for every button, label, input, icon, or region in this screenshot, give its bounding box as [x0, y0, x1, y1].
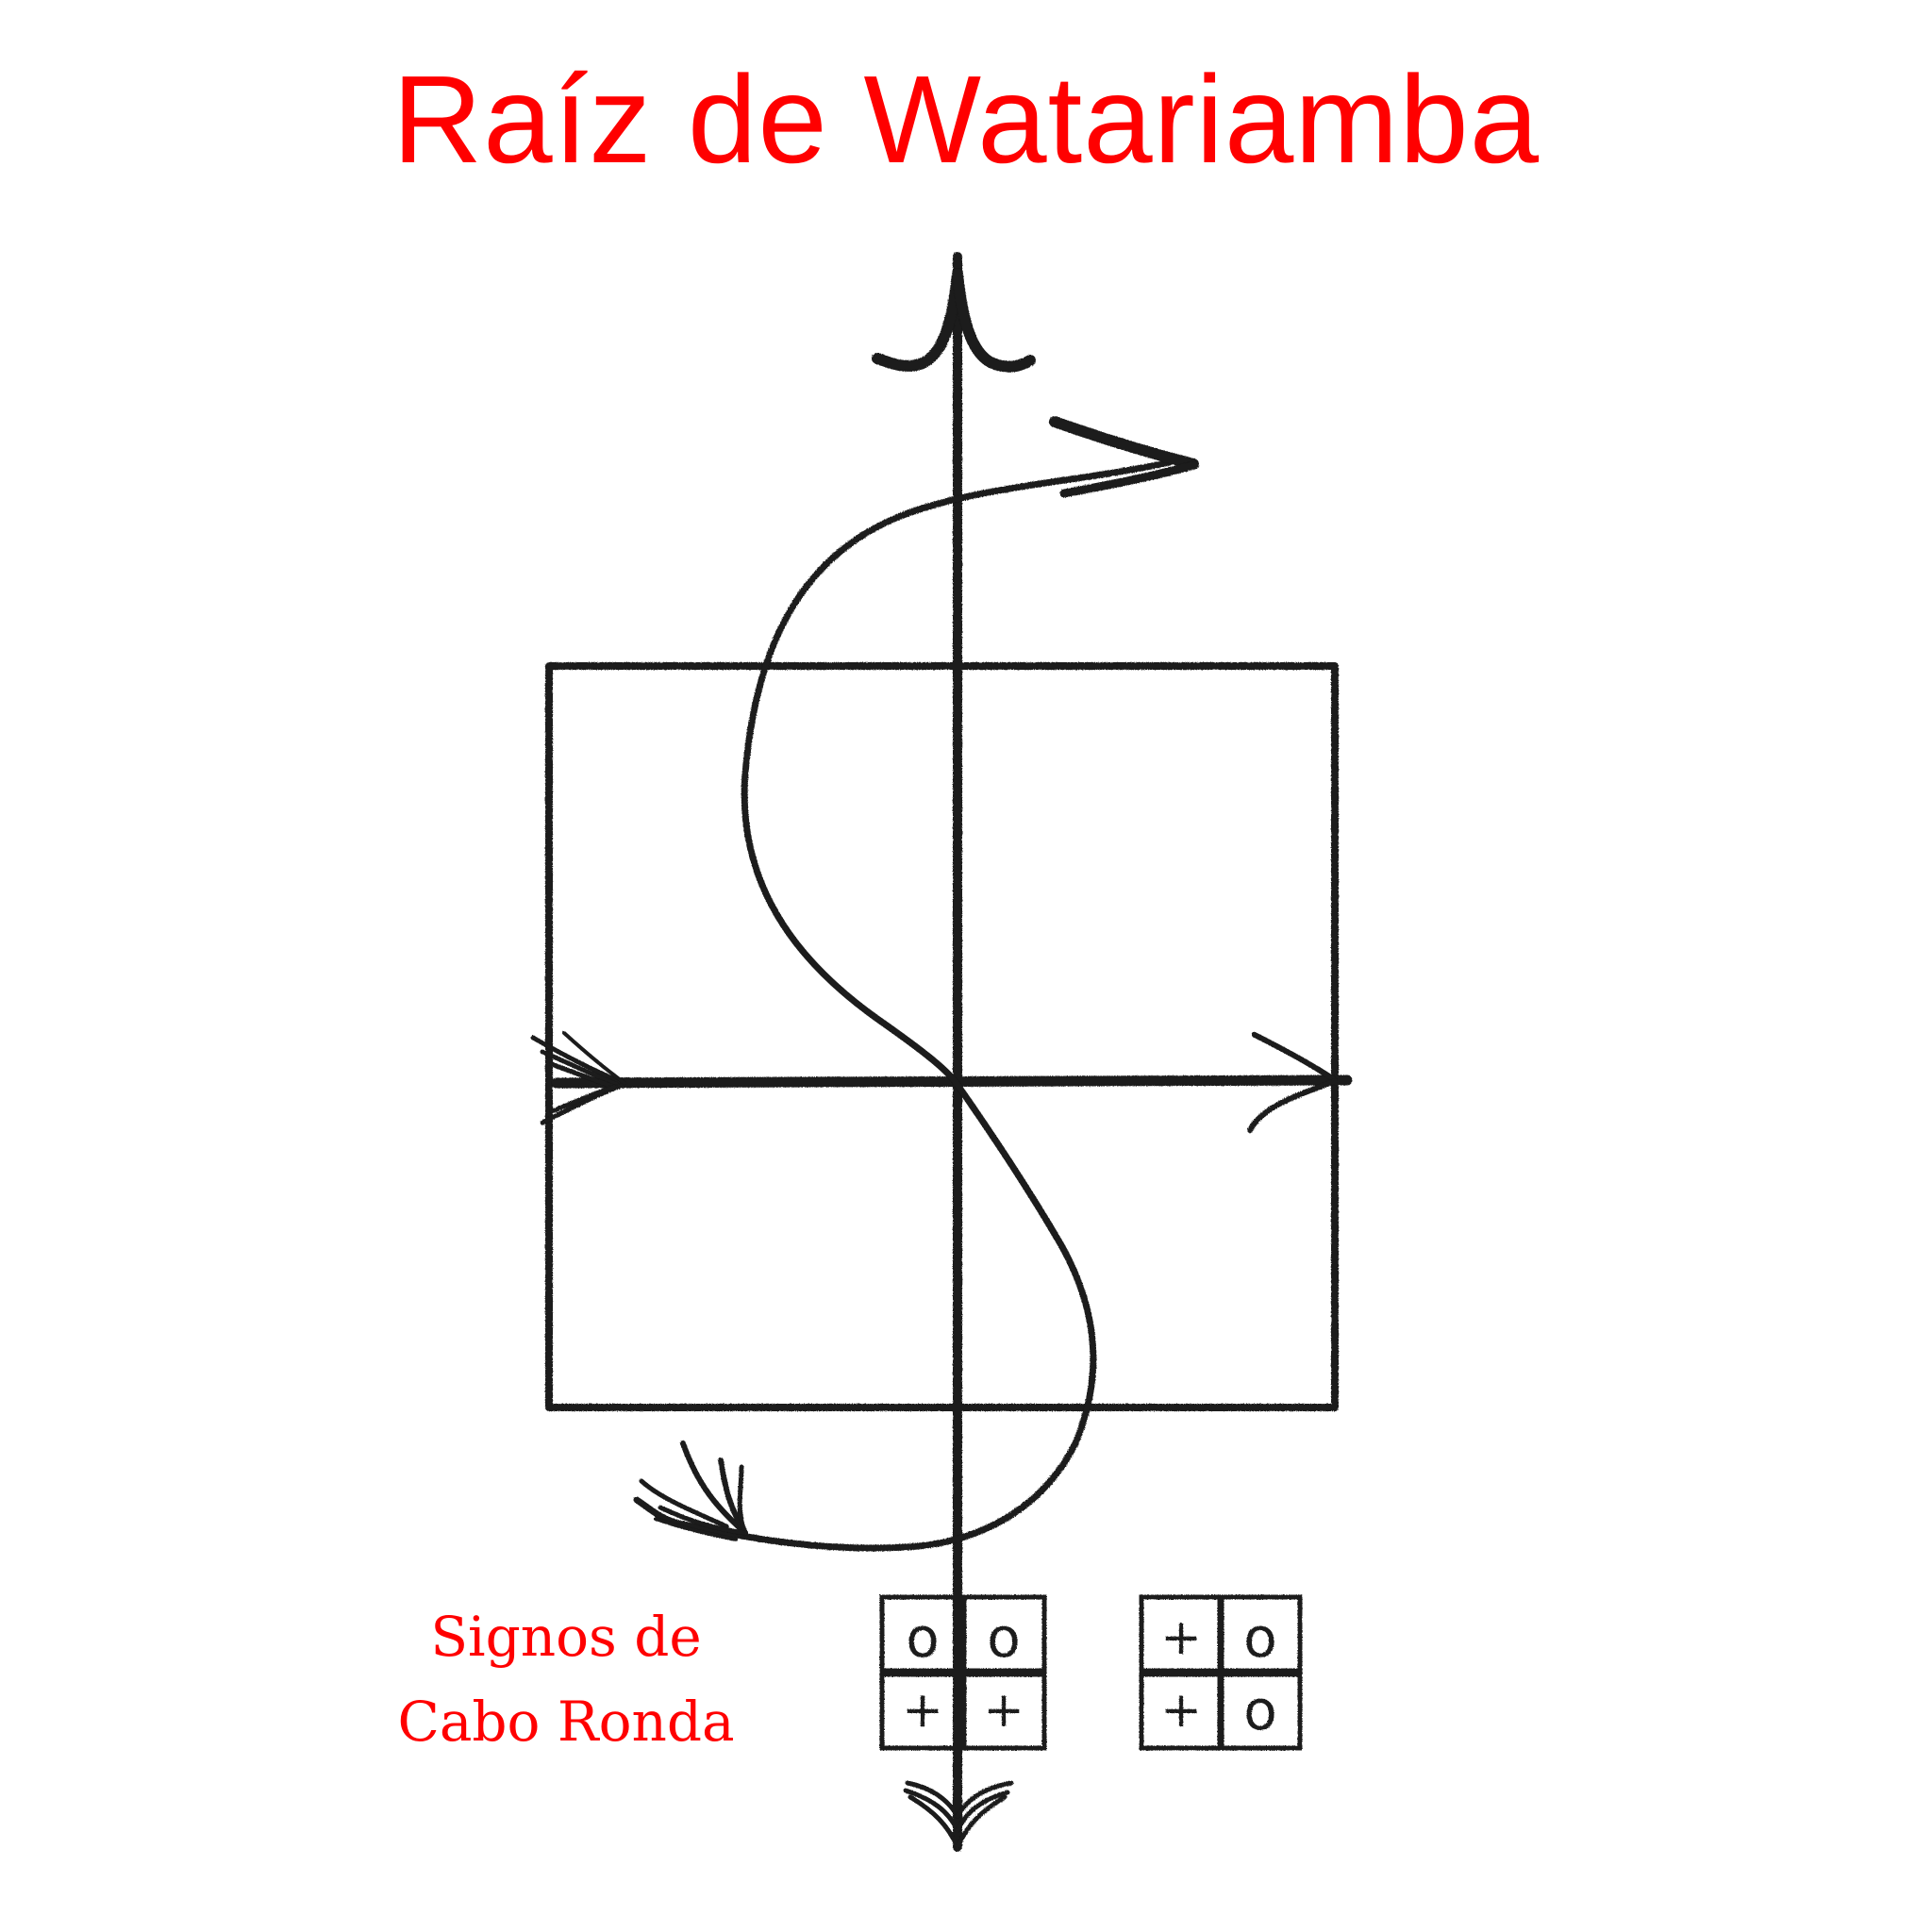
caption-line-1: Signos de: [430, 1605, 702, 1669]
left-fletching: [530, 1031, 626, 1125]
caption: Signos de Cabo Ronda: [283, 1594, 849, 1764]
circle-mark: o: [906, 1606, 940, 1670]
central-square: [545, 662, 1339, 1411]
circle-mark: o: [1243, 1678, 1277, 1742]
cross-mark: +: [1160, 1609, 1202, 1666]
cross-mark: +: [983, 1682, 1024, 1739]
right-arrowhead: [1252, 1032, 1338, 1083]
cross-mark: +: [1160, 1682, 1202, 1739]
sign-grid-2: + o + o: [1139, 1594, 1303, 1751]
curve-fletching: [639, 1441, 748, 1541]
cross-mark: +: [902, 1682, 943, 1739]
circle-mark: o: [1243, 1606, 1277, 1670]
curve-arrowhead: [1049, 416, 1199, 470]
caption-line-2: Cabo Ronda: [397, 1690, 735, 1754]
circle-mark: o: [987, 1606, 1021, 1670]
top-arrowhead: [872, 268, 963, 372]
page-title: Raíz de Watariamba: [391, 50, 1541, 189]
root-strokes: [903, 1780, 1014, 1850]
serpent-curve: [633, 458, 1174, 1552]
